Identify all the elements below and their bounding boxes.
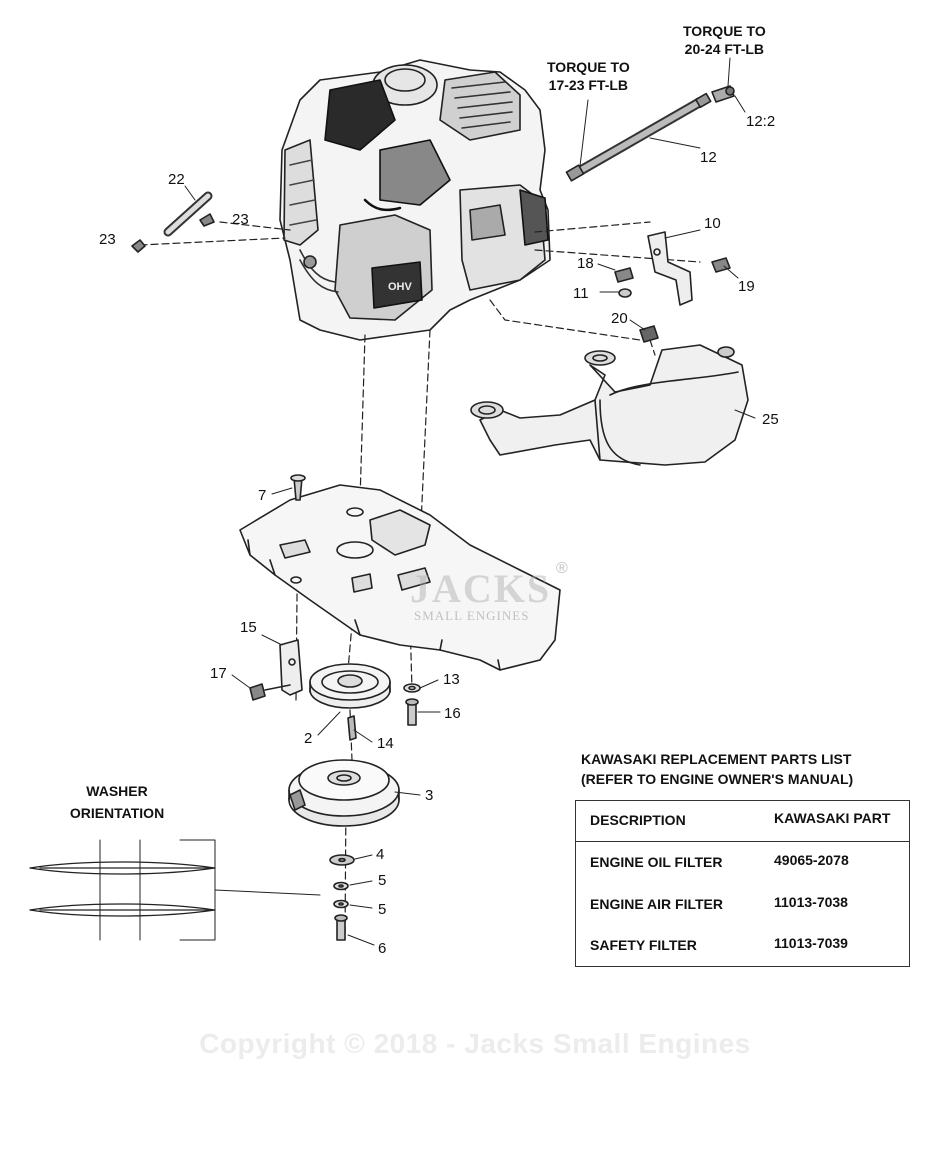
callout-12: 12 bbox=[700, 149, 717, 166]
engine-deck-plate-drawing bbox=[239, 474, 561, 671]
bracket-15-drawing bbox=[249, 639, 303, 701]
parts-list-table: DESCRIPTION KAWASAKI PART ENGINE OIL FIL… bbox=[575, 800, 910, 967]
callout-23: 23 bbox=[99, 231, 116, 248]
callout-5: 5 bbox=[378, 872, 387, 889]
copyright-watermark: Copyright © 2018 - Jacks Small Engines bbox=[199, 1028, 751, 1059]
washer-orientation-line2: ORIENTATION bbox=[69, 805, 165, 821]
callout-4: 4 bbox=[376, 846, 385, 863]
part-number: 49065-2078 bbox=[774, 852, 849, 868]
callout-6: 6 bbox=[378, 940, 387, 957]
torque-note-20-24: TORQUE TO 20-24 FT-LB bbox=[683, 22, 766, 58]
part-description: ENGINE OIL FILTER bbox=[590, 854, 723, 870]
washer-orientation-title: WASHER ORIENTATION bbox=[52, 780, 182, 824]
hardware-4-5-6-drawing bbox=[329, 854, 355, 941]
callout-16: 16 bbox=[444, 705, 461, 722]
watermark-subtitle: SMALL ENGINES bbox=[414, 608, 530, 623]
callout-12-2: 12:2 bbox=[746, 113, 776, 130]
callout-25: 25 bbox=[762, 411, 779, 428]
torque-note-line1: TORQUE TO bbox=[683, 23, 766, 39]
callout-11: 11 bbox=[573, 285, 589, 302]
callout-20: 20 bbox=[611, 310, 628, 327]
parts-list-heading: KAWASAKI REPLACEMENT PARTS LIST (REFER T… bbox=[581, 749, 853, 789]
part-description: ENGINE AIR FILTER bbox=[590, 896, 723, 912]
callout-19: 19 bbox=[738, 278, 755, 295]
washer-orientation-line1: WASHER bbox=[86, 783, 148, 799]
parts-table-header: DESCRIPTION KAWASAKI PART bbox=[576, 801, 909, 842]
svg-text:OHV: OHV bbox=[388, 281, 413, 293]
part-description: SAFETY FILTER bbox=[590, 937, 697, 953]
part-number: 11013-7038 bbox=[774, 894, 848, 910]
callout-leaders bbox=[184, 57, 756, 946]
callout-15: 15 bbox=[240, 619, 257, 636]
callout-18: 18 bbox=[577, 255, 594, 272]
parts-list-heading-line2: (REFER TO ENGINE OWNER'S MANUAL) bbox=[581, 771, 854, 787]
callout-13: 13 bbox=[443, 671, 460, 688]
washer-orientation-detail bbox=[29, 839, 321, 941]
part-number: 11013-7039 bbox=[774, 935, 848, 951]
hose-12-drawing bbox=[565, 85, 735, 182]
pulley-2-drawing bbox=[309, 663, 391, 741]
torque-note-line1: TORQUE TO bbox=[547, 59, 630, 75]
callout-3: 3 bbox=[425, 787, 434, 804]
torque-note-line2: 20-24 FT-LB bbox=[684, 41, 765, 57]
callout-2: 2 bbox=[304, 730, 313, 747]
engine-drawing: OHV bbox=[279, 59, 551, 341]
callout-14: 14 bbox=[377, 735, 394, 752]
parts-list-heading-line1: KAWASAKI REPLACEMENT PARTS LIST bbox=[581, 751, 852, 767]
callout-10: 10 bbox=[704, 215, 721, 232]
watermark-registered-mark: ® bbox=[556, 560, 568, 577]
clutch-3-drawing bbox=[288, 759, 400, 827]
bracket-10-drawing bbox=[614, 231, 731, 343]
column-header-description: DESCRIPTION bbox=[590, 812, 686, 828]
callout-5: 5 bbox=[378, 901, 387, 918]
torque-note-line2: 17-23 FT-LB bbox=[548, 77, 629, 93]
callout-7: 7 bbox=[258, 487, 267, 504]
muffler-25-drawing bbox=[470, 344, 749, 466]
watermark-logo: JACKS bbox=[410, 566, 552, 611]
callout-22: 22 bbox=[168, 171, 185, 188]
callout-23: 23 bbox=[232, 211, 249, 228]
callout-17: 17 bbox=[210, 665, 227, 682]
torque-note-17-23: TORQUE TO 17-23 FT-LB bbox=[547, 58, 630, 94]
hose-22-drawing bbox=[131, 191, 215, 253]
washer-13-bolt-16-drawing bbox=[403, 683, 421, 726]
column-header-kawasaki-part: KAWASAKI PART bbox=[774, 810, 891, 826]
